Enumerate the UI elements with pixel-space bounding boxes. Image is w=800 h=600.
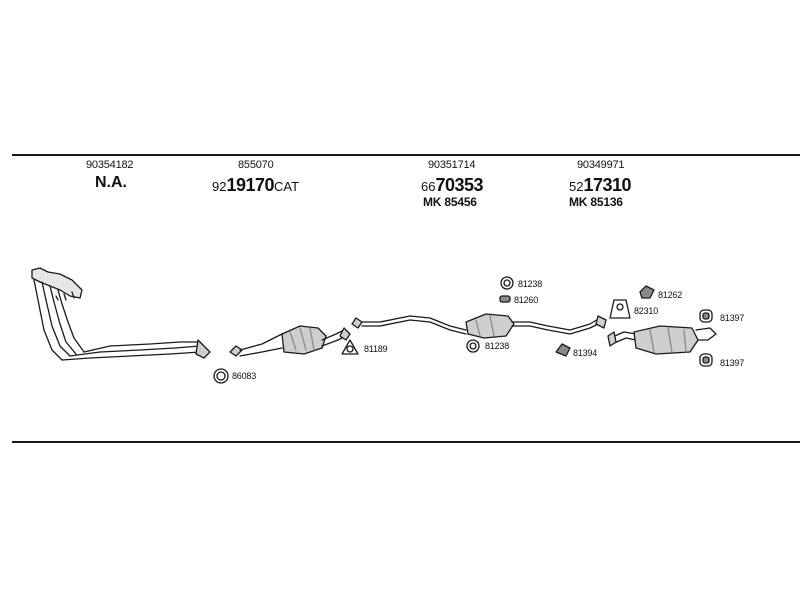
rubber-hanger-icon: [699, 309, 713, 323]
clamp-icon: [609, 299, 631, 319]
callout-ring-b: 81238: [485, 341, 510, 351]
middle-silencer-icon: [351, 313, 607, 339]
gasket-flange-icon: [341, 339, 359, 355]
part-number-rear: 90349971: [577, 159, 625, 171]
callout-rubber-bottom: 81397: [720, 358, 745, 368]
exhaust-manifold-icon: [31, 267, 211, 361]
part-number-middle: 90351714: [428, 159, 476, 171]
main-suffix-catalyst: CAT: [274, 179, 300, 194]
callout-clamp-a: 81260: [514, 295, 539, 305]
main-code-middle: 70353: [435, 175, 484, 195]
rubber-hanger-icon: [555, 343, 571, 357]
callout-ring-a: 81238: [518, 279, 543, 289]
rear-silencer-icon: [607, 325, 717, 355]
part-number-catalyst: 855070: [238, 159, 274, 171]
gasket-ring-icon: [466, 339, 480, 353]
main-number-middle: 6670353: [421, 175, 484, 196]
callout-gasket-front: 86083: [232, 371, 257, 381]
gasket-ring-icon: [500, 276, 514, 290]
bottom-divider: [12, 441, 800, 443]
mk-number-middle: MK 85456: [423, 195, 477, 209]
callout-rubber-top: 81397: [720, 313, 745, 323]
rubber-hanger-icon: [699, 353, 713, 367]
main-prefix-middle: 66: [421, 179, 436, 194]
main-number-rear: 5217310: [569, 175, 632, 196]
part-number-manifold: 90354182: [86, 159, 134, 171]
main-prefix-catalyst: 92: [212, 179, 227, 194]
bracket-icon: [639, 285, 655, 299]
callout-clamp-b: 82310: [634, 306, 659, 316]
callout-bracket: 81262: [658, 290, 683, 300]
callout-hanger-a: 81394: [573, 348, 598, 358]
gasket-ring-icon: [213, 368, 229, 384]
main-number-manifold: N.A.: [95, 174, 127, 191]
main-code-catalyst: 19170: [226, 175, 275, 195]
callout-flange-gasket: 81189: [364, 344, 388, 354]
main-number-catalyst: 9219170CAT: [212, 175, 299, 196]
main-prefix-rear: 52: [569, 179, 584, 194]
mk-number-rear: MK 85136: [569, 195, 623, 209]
top-divider: [12, 154, 800, 156]
clamp-icon: [499, 295, 511, 303]
catalytic-converter-icon: [229, 325, 351, 357]
main-code-rear: 17310: [583, 175, 632, 195]
